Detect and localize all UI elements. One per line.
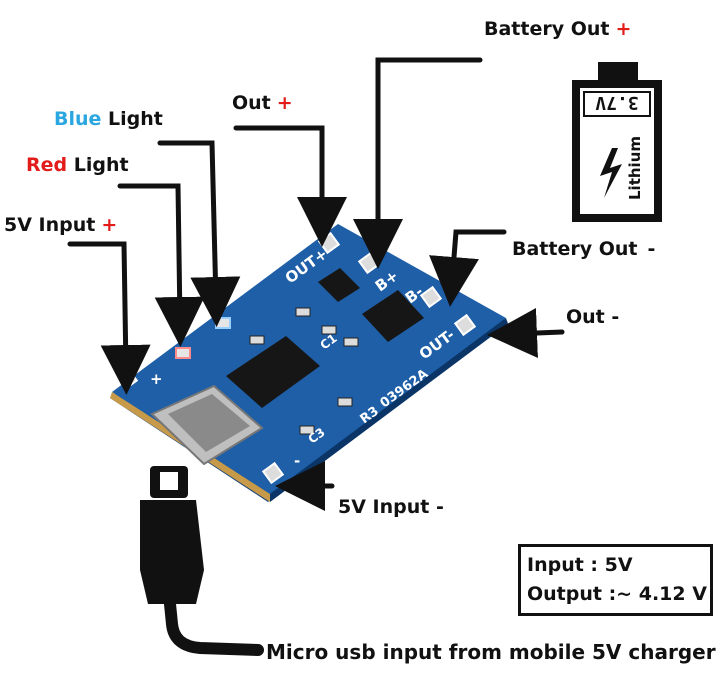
- silk-minus: -: [294, 452, 300, 470]
- spec-input: Input : 5V: [527, 554, 633, 576]
- pointer-5v-input-plus: [67, 241, 151, 395]
- label-blue-light: Blue Light: [54, 108, 163, 130]
- battery-icon: 3.7V Lithium: [572, 62, 662, 222]
- pointer-out-plus: [233, 125, 347, 247]
- red-led: [175, 347, 191, 359]
- pointer-blue-light: [157, 140, 241, 327]
- label-battery-out-minus: Battery Out-: [512, 238, 656, 260]
- pointer-out-minus: [487, 308, 565, 358]
- spec-output: Output :~ 4.12 V: [527, 583, 707, 605]
- battery-chemistry-text: Lithium: [626, 136, 644, 200]
- battery-voltage-text: 3.7V: [595, 92, 639, 113]
- label-5v-input-minus: 5V Input -: [338, 496, 444, 518]
- label-out-plus: Out+: [232, 92, 293, 114]
- silk-plus: +: [150, 370, 163, 388]
- micro-usb-port: [150, 384, 264, 466]
- blue-led: [215, 317, 231, 329]
- label-micro-usb: Micro usb input from mobile 5V charger: [266, 640, 716, 664]
- label-red-light: Red Light: [26, 154, 129, 176]
- label-5v-input-plus: 5V Input+: [4, 214, 118, 236]
- micro-usb-plug-icon: [140, 466, 264, 656]
- label-battery-out-plus: Battery Out+: [484, 18, 632, 40]
- pointer-red-light: [117, 183, 205, 347]
- lightning-bolt-icon: [600, 148, 622, 198]
- pointer-battery-out-plus: [353, 57, 483, 269]
- pointer-lines: [67, 57, 565, 511]
- label-out-minus: Out -: [566, 306, 620, 328]
- charger-board: OUT+ B+ B- OUT- + - R3 C3 C1 03962A: [110, 224, 508, 502]
- ic-chip: [226, 268, 424, 408]
- spec-box: Input : 5V Output :~ 4.12 V: [518, 544, 713, 616]
- pointer-battery-out-minus: [429, 229, 507, 307]
